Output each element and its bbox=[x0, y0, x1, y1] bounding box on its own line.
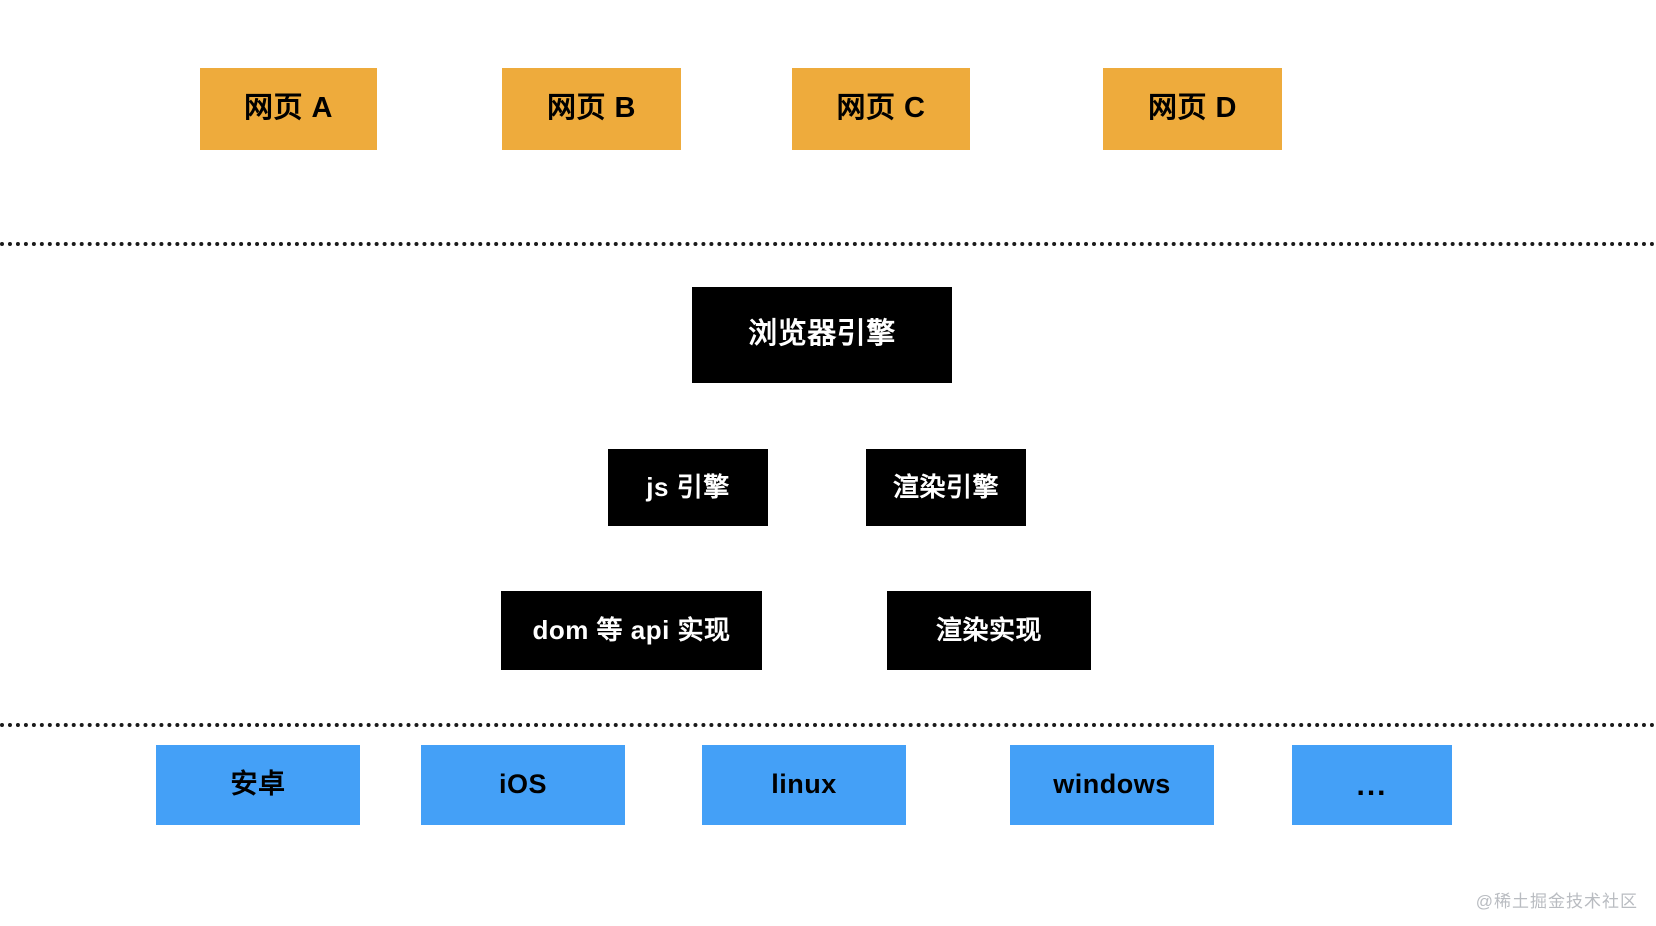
page-box-d[interactable]: 网页 D bbox=[1103, 68, 1282, 150]
browser-engine-box[interactable]: 浏览器引擎 bbox=[692, 287, 952, 383]
render-engine-box[interactable]: 渲染引擎 bbox=[866, 449, 1026, 526]
os-box-ios[interactable]: iOS bbox=[421, 745, 625, 825]
os-box-linux[interactable]: linux bbox=[702, 745, 906, 825]
page-box-a[interactable]: 网页 A bbox=[200, 68, 377, 150]
os-box-more[interactable]: ... bbox=[1292, 745, 1452, 825]
pages-engine-divider bbox=[0, 242, 1656, 246]
js-engine-box[interactable]: js 引擎 bbox=[608, 449, 768, 526]
dom-api-implementation-box[interactable]: dom 等 api 实现 bbox=[501, 591, 762, 670]
os-box-android[interactable]: 安卓 bbox=[156, 745, 360, 825]
engine-os-divider bbox=[0, 723, 1656, 727]
page-box-c[interactable]: 网页 C bbox=[792, 68, 970, 150]
os-box-windows[interactable]: windows bbox=[1010, 745, 1214, 825]
page-box-b[interactable]: 网页 B bbox=[502, 68, 681, 150]
render-implementation-box[interactable]: 渲染实现 bbox=[887, 591, 1091, 670]
watermark: @稀土掘金技术社区 bbox=[1475, 892, 1638, 911]
